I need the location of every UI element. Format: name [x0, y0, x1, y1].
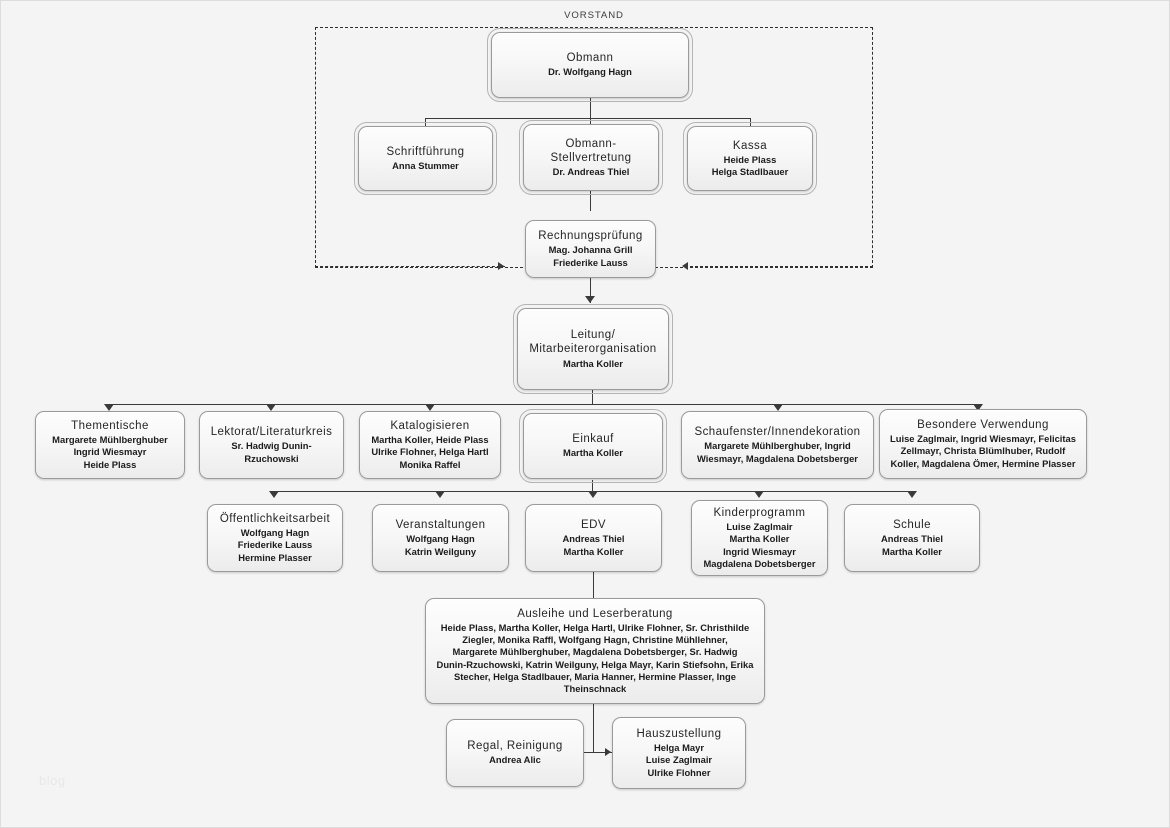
edge-lektorat-arrow-icon	[266, 404, 276, 411]
edge-katalogisieren-arrow-icon	[425, 404, 435, 411]
node-einkauf[interactable]: Einkauf Martha Koller	[519, 409, 667, 483]
edge-oeffentlichkeit-arrow-icon	[269, 491, 279, 498]
node-members: Heide Plass Helga Stadlbauer	[711, 153, 789, 177]
edge-obmannstv-down	[590, 191, 591, 211]
edge-edv-arrow-icon	[588, 491, 598, 498]
edge-veranstaltungen-arrow-icon	[435, 491, 445, 498]
node-edv[interactable]: EDV Andreas Thiel Martha Koller	[525, 504, 662, 572]
node-members: Luise Zaglmair, Ingrid Wiesmayr, Felicit…	[890, 433, 1076, 469]
node-leitung-mitarbeiterorganisation[interactable]: Leitung/ Mitarbeiterorganisation Martha …	[513, 304, 673, 394]
edge-edv-down	[593, 572, 594, 598]
node-title: Schaufenster/Innendekoration	[694, 426, 861, 439]
edge-rechnung-arrow-icon	[585, 296, 595, 303]
node-members: Andrea Alic	[489, 754, 541, 766]
page-watermark: blog	[39, 773, 66, 788]
vorstand-right-arrow-icon	[682, 262, 688, 270]
node-members: Andreas Thiel Martha Koller	[562, 533, 625, 557]
node-title: Besondere Verwendung	[917, 419, 1049, 432]
node-obmann-stellvertretung[interactable]: Obmann- Stellvertretung Dr. Andreas Thie…	[519, 120, 663, 195]
node-besondere-verwendung[interactable]: Besondere Verwendung Luise Zaglmair, Ing…	[879, 409, 1087, 479]
node-thementische[interactable]: Thementische Margarete Mühlberghuber Ing…	[35, 411, 185, 479]
edge-bottom-bus	[532, 752, 654, 753]
node-members: Dr. Andreas Thiel	[552, 166, 630, 177]
node-regal-reinigung[interactable]: Regal, Reinigung Andrea Alic	[446, 719, 584, 787]
node-title: Leitung/ Mitarbeiterorganisation	[529, 329, 657, 356]
edge-kinderprogramm-arrow-icon	[754, 491, 764, 498]
node-title: Thementische	[71, 420, 149, 433]
node-title: EDV	[581, 519, 606, 532]
node-hauszustellung[interactable]: Hauszustellung Helga Mayr Luise Zaglmair…	[612, 717, 746, 789]
node-members: Martha Koller	[563, 447, 623, 459]
node-title: Veranstaltungen	[395, 519, 486, 532]
edge-to-obmann-stv	[590, 118, 591, 124]
edge-row2-bus	[425, 118, 751, 119]
node-title: Öffentlichkeitsarbeit	[219, 513, 331, 526]
node-title: Lektorat/Literaturkreis	[210, 426, 333, 439]
node-title: Schule	[893, 519, 931, 532]
node-members: Luise Zaglmair Martha Koller Ingrid Wies…	[703, 521, 816, 569]
node-members: Margarete Mühlberghuber, Ingrid Wiesmayr…	[697, 440, 858, 464]
node-oeffentlichkeitsarbeit[interactable]: Öffentlichkeitsarbeit Wolfgang Hagn Frie…	[207, 504, 343, 572]
node-members: Wolfgang Hagn Katrin Weilguny	[404, 533, 477, 557]
node-members: Helga Mayr Luise Zaglmair Ulrike Flohner	[645, 742, 713, 778]
node-rechnungspruefung[interactable]: Rechnungsprüfung Mag. Johanna Grill Frie…	[525, 220, 656, 278]
edge-leitung-down	[592, 390, 593, 404]
vorstand-left-arrow-icon	[498, 262, 504, 270]
node-members: Andreas Thiel Martha Koller	[881, 533, 943, 557]
node-lektorat-literaturkreis[interactable]: Lektorat/Literaturkreis Sr. Hadwig Dunin…	[199, 411, 344, 479]
node-members: Mag. Johanna Grill Friederike Lauss	[548, 244, 633, 268]
edge-hauszustellung-arrow-icon	[605, 748, 611, 756]
edge-obmann-down	[590, 98, 591, 119]
edge-to-schriftfuehrung	[425, 118, 426, 131]
node-schule[interactable]: Schule Andreas Thiel Martha Koller	[844, 504, 980, 572]
node-title: Schriftführung	[386, 145, 465, 158]
node-kinderprogramm[interactable]: Kinderprogramm Luise Zaglmair Martha Kol…	[691, 500, 828, 576]
node-title: Katalogisieren	[390, 420, 470, 433]
node-kassa[interactable]: Kassa Heide Plass Helga Stadlbauer	[683, 122, 817, 195]
node-members: Dr. Wolfgang Hagn	[548, 66, 632, 78]
node-title: Rechnungsprüfung	[538, 230, 643, 243]
edge-schule-arrow-icon	[907, 491, 917, 498]
node-title: Einkauf	[572, 433, 614, 446]
vorstand-left-connector	[315, 266, 505, 267]
edge-besondere-arrow-icon	[973, 404, 983, 411]
node-veranstaltungen[interactable]: Veranstaltungen Wolfgang Hagn Katrin Wei…	[372, 504, 509, 572]
node-schaufenster-innendekoration[interactable]: Schaufenster/Innendekoration Margarete M…	[681, 411, 874, 479]
edge-rechnung-down	[590, 278, 591, 303]
edge-thementische-arrow-icon	[104, 404, 114, 411]
node-members: Margarete Mühlberghuber Ingrid Wiesmayr …	[52, 434, 168, 470]
node-obmann[interactable]: Obmann Dr. Wolfgang Hagn	[487, 28, 693, 102]
node-title: Kinderprogramm	[713, 507, 806, 520]
node-members: Sr. Hadwig Dunin-Rzuchowski	[231, 440, 312, 464]
node-title: Hauszustellung	[636, 728, 722, 741]
edge-ausleihe-down	[593, 704, 594, 752]
node-katalogisieren[interactable]: Katalogisieren Martha Koller, Heide Plas…	[359, 411, 501, 479]
edge-schaufenster-arrow-icon	[773, 404, 783, 411]
node-schriftfuehrung[interactable]: Schriftführung Anna Stummer	[354, 122, 497, 195]
node-members: Martha Koller	[563, 357, 623, 369]
node-members: Heide Plass, Martha Koller, Helga Hartl,…	[436, 622, 754, 694]
vorstand-right-connector	[685, 266, 873, 267]
vorstand-group-label: VORSTAND	[564, 10, 624, 21]
node-members: Anna Stummer	[392, 159, 459, 171]
node-members: Wolfgang Hagn Friederike Lauss Hermine P…	[237, 527, 313, 563]
node-ausleihe-und-leserberatung[interactable]: Ausleihe und Leserberatung Heide Plass, …	[425, 598, 765, 704]
node-title: Kassa	[732, 139, 768, 152]
edge-row3-bus	[109, 404, 978, 405]
edge-einkauf-down	[592, 480, 593, 491]
node-title: Obmann- Stellvertretung	[550, 137, 632, 164]
edge-to-kassa	[750, 118, 751, 131]
node-members: Martha Koller, Heide Plass Ulrike Flohne…	[371, 434, 489, 470]
node-title: Regal, Reinigung	[467, 740, 563, 753]
node-title: Obmann	[566, 52, 614, 65]
node-title: Ausleihe und Leserberatung	[517, 608, 673, 621]
